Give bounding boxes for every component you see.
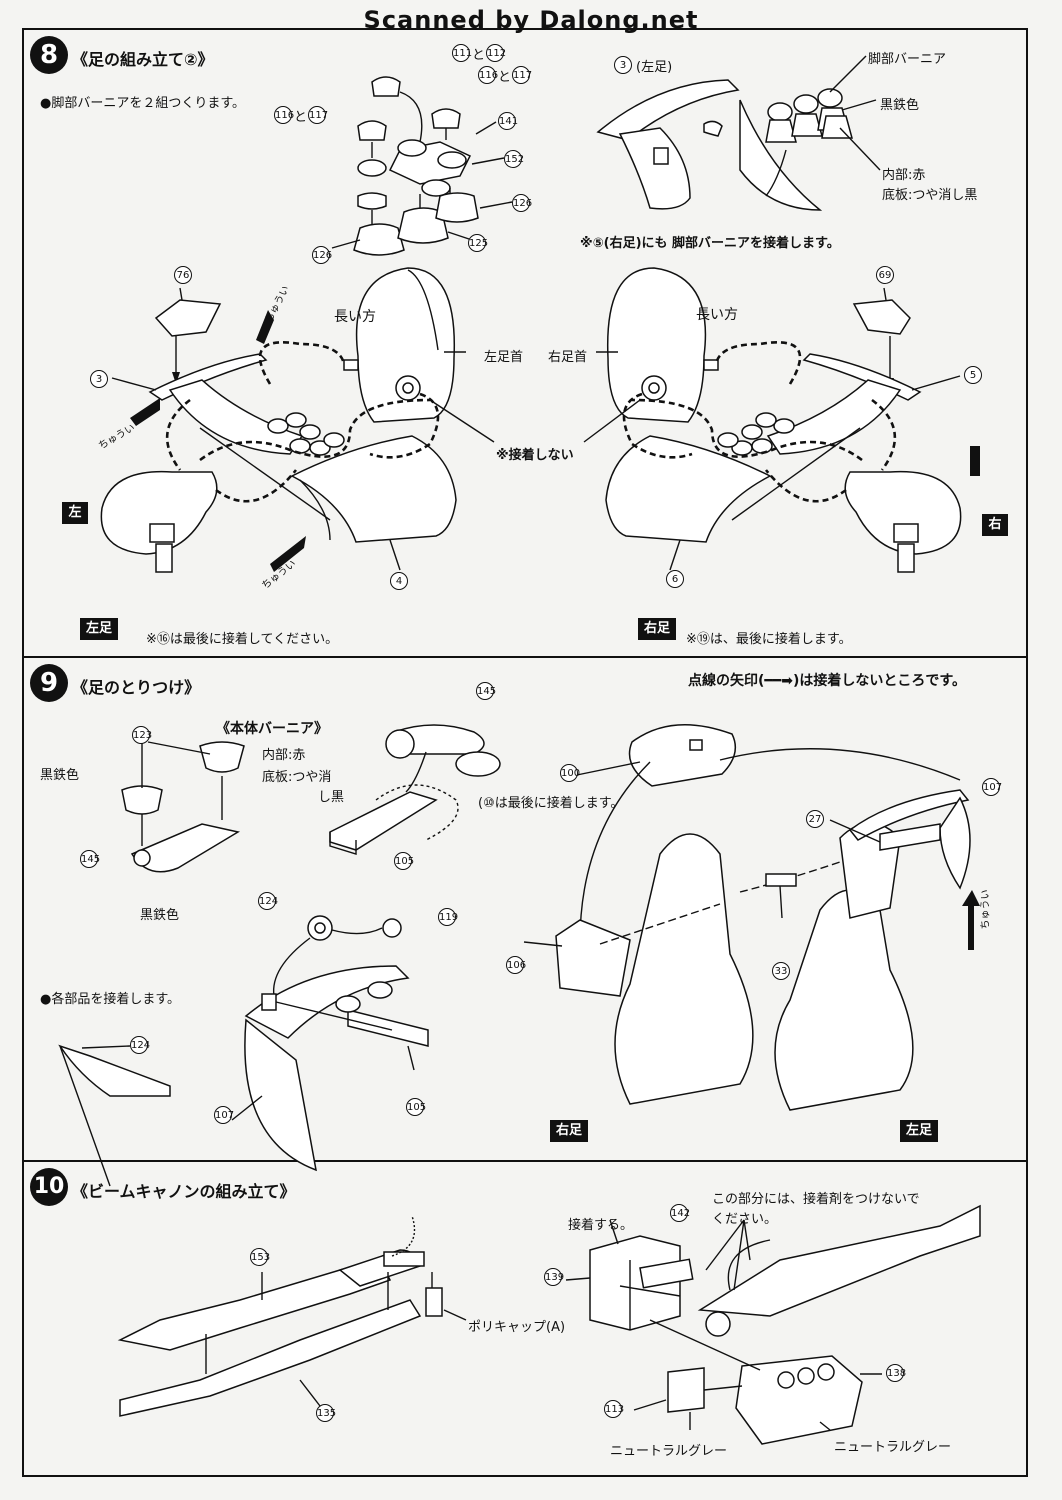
right-foot-badge: 右足 [638,618,677,640]
no-glue-line1: この部分には、接着剤をつけないで [712,1192,920,1207]
part-bubble: 124 [130,1036,150,1054]
part-bubble: 113 [604,1400,624,1418]
step-8-bullet: ●脚部バーニアを２組つくります。 [40,96,246,111]
part-bubble: 141 [498,112,518,130]
part-bubble: 138 [886,1364,906,1382]
part-bubble: 4 [390,572,408,590]
label-and: と [472,48,486,63]
no-glue-label: ※接着しない [496,448,574,463]
right-badge: 右 [982,514,1008,536]
neutral-grey-label: ニュートラルグレー [834,1440,952,1455]
part-bubble: 145 [476,682,496,700]
right-leg-assembly [429,267,980,573]
part-bubble: 107 [214,1106,234,1124]
part-bubble: 116 [274,106,294,124]
vernier-small-parts [331,76,513,256]
part-bubble: 105 [394,852,414,870]
part-bubble: 105 [406,1098,426,1116]
neutral-grey-label: ニュートラルグレー [610,1444,728,1459]
step-10-number: 10 [30,1168,68,1206]
part-bubble: 117 [308,106,328,124]
part-bubble: 5 [964,366,982,384]
part-bubble: 3 [614,56,632,74]
bottom-matte-label-2: し黒 [318,790,345,805]
step-9-diagram [58,723,980,1187]
step-8-title: 《足の組み立て②》 [72,50,214,69]
black-iron-label: 黒鉄色 [40,768,80,783]
right-foot-note: ※⑤(右足)にも 脚部バーニアを接着します。 [580,236,840,251]
section-divider-9-10 [22,1160,1028,1162]
left-foot-part-3 [596,55,881,211]
part-bubble: 135 [316,1404,336,1422]
no-glue-line2: ください。 [712,1212,778,1227]
part-bubble: 33 [772,962,790,980]
body-vernier-title: 《本体バーニア》 [216,721,328,737]
glue-each-note: ●各部品を接着します。 [40,992,181,1007]
part-bubble: 125 [468,234,488,252]
part-bubble: 3 [90,370,108,388]
left-last-note: ※⑯は最後に接着してください。 [146,632,339,647]
page-frame [22,28,1028,1477]
part-bubble: 69 [876,266,894,284]
part-bubble: 119 [438,908,458,926]
part-bubble: 116 [478,66,498,84]
section-divider-8-9 [22,656,1028,658]
part-bubble: 6 [666,570,684,588]
left-foot-badge: 左足 [900,1120,939,1142]
right-last-note: ※⑲は、最後に接着します。 [686,632,852,647]
left-ankle-label: 左足首 [484,350,524,365]
inner-red-label: 内部:赤 [262,748,306,763]
part-bubble: 76 [174,266,192,284]
right-ankle-label: 右足首 [548,350,588,365]
long-side-label-right: 長い方 [696,307,738,323]
caution-label: ちゅうい [980,889,992,930]
left-leg-assembly [100,267,466,573]
part-bubble: 152 [504,150,524,168]
right-foot-badge: 右足 [550,1120,589,1142]
part-bubble: 117 [512,66,532,84]
dotted-arrow-note: 点線の矢印(━━➡)は接着しないところです。 [688,673,966,689]
label-and: と [498,70,512,85]
step-8-diagram [100,55,980,573]
part-bubble: 153 [250,1248,270,1266]
part-bubble: 142 [670,1204,690,1222]
step-8-number: 8 [30,36,68,74]
part-bubble: 112 [486,44,506,62]
part-bubble: 145 [80,850,100,868]
label-and: と [294,110,308,125]
part-bubble: 106 [506,956,526,974]
polycap-label: ポリキャップ(A) [468,1320,566,1335]
last-glue-note: (⑩は最後に接着します。 [478,796,624,811]
part-bubble: 123 [132,726,152,744]
step-9-number: 9 [30,664,68,702]
long-side-label-left: 長い方 [334,309,376,325]
step-9-title: 《足のとりつけ》 [72,678,201,697]
part-bubble: 124 [258,892,278,910]
left-badge: 左 [62,502,88,524]
part-bubble: 126 [512,194,532,212]
left-foot-badge: 左足 [80,618,119,640]
left-foot-label: (左足) [636,60,673,75]
part-bubble: 27 [806,810,824,828]
bottom-matte-label: 底板:つや消し黒 [882,188,978,203]
leg-vernier-label: 脚部バーニア [868,52,947,67]
part-bubble: 139 [544,1268,564,1286]
part-bubble: 100 [560,764,580,782]
step-10-title: 《ビームキャノンの組み立て》 [72,1182,296,1201]
part-bubble: 107 [982,778,1002,796]
inner-red-label: 内部:赤 [882,168,926,183]
bottom-matte-label: 底板:つや消 [262,770,332,785]
glue-it-label: 接着する。 [568,1218,634,1233]
black-iron-label: 黒鉄色 [140,908,180,923]
part-bubble: 126 [312,246,332,264]
step-10-diagram [117,1204,981,1445]
part-bubble: 111 [452,44,472,62]
black-iron-label: 黒鉄色 [880,98,920,113]
